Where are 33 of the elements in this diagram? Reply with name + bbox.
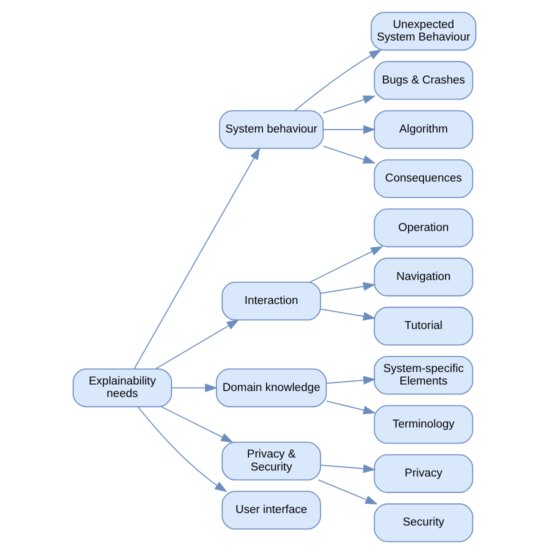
node-box: Privacy & Security — [222, 442, 322, 480]
arrow — [137, 406, 228, 492]
arrow — [326, 376, 376, 385]
arrow — [320, 308, 376, 321]
node-box: Unexpected System Behaviour — [370, 12, 476, 51]
arrow — [155, 319, 240, 370]
arrow — [160, 406, 234, 443]
node-box: User interface — [222, 490, 322, 530]
node-box: Security — [374, 503, 474, 542]
arrow — [172, 383, 218, 392]
arrow — [323, 95, 376, 114]
node-box: System behaviour — [219, 110, 324, 149]
node-box: Navigation — [374, 258, 474, 296]
node-box: Algorithm — [374, 110, 474, 149]
node-box: Explainability needs — [72, 368, 172, 408]
node-box: Privacy — [374, 454, 474, 493]
arrow — [310, 246, 384, 283]
node-box: Domain knowledge — [216, 368, 327, 408]
node-box: System-specific Elements — [374, 356, 474, 395]
node-box: Consequences — [374, 159, 474, 198]
arrow — [294, 49, 382, 111]
arrow — [320, 282, 376, 294]
arrow — [323, 125, 376, 134]
arrow — [318, 479, 378, 504]
node-box: Bugs & Crashes — [374, 61, 474, 100]
arrow — [326, 400, 376, 414]
arrow — [320, 464, 376, 474]
node-box: Interaction — [222, 282, 322, 320]
node-box: Tutorial — [374, 306, 474, 346]
node-box: Terminology — [374, 405, 474, 444]
node-box: Operation — [374, 208, 474, 248]
arrow — [323, 146, 376, 164]
arrow — [134, 147, 260, 370]
